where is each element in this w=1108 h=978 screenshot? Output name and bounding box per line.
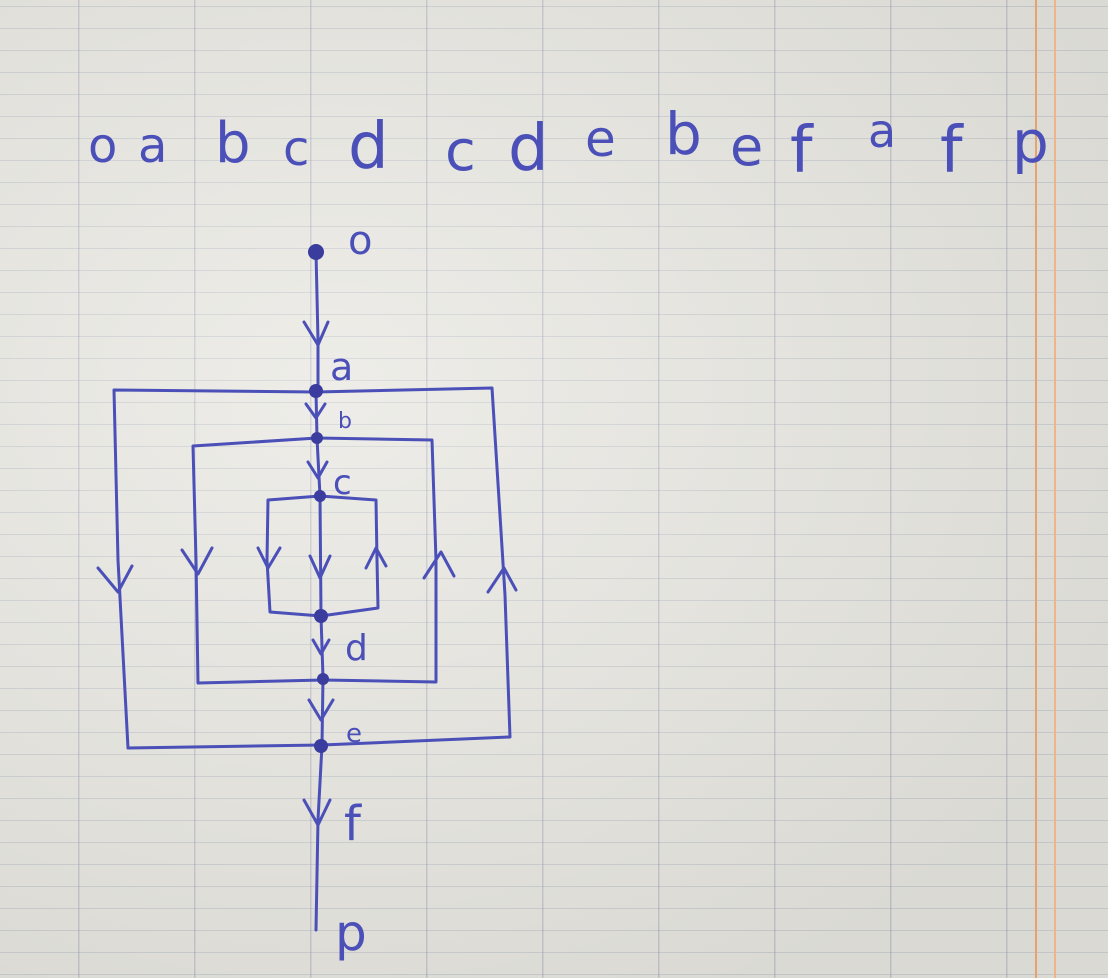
arrow-up-icon — [364, 546, 388, 570]
label-p: p — [335, 904, 367, 962]
nodes — [308, 244, 329, 753]
sequence-letter: e — [730, 115, 763, 178]
node-a — [309, 384, 323, 398]
label-o: o — [348, 218, 372, 264]
margin-line-secondary — [1054, 0, 1056, 978]
arrow-down-icon — [308, 554, 332, 580]
sequence-letter: f — [790, 114, 814, 188]
sequence-letter: c — [445, 119, 476, 184]
edge-d-join — [319, 614, 325, 680]
arrow-down-icon — [302, 798, 332, 827]
arrow-up-icon — [422, 550, 456, 580]
sequence-letter: e — [585, 110, 616, 168]
sequence-letter: o — [88, 118, 117, 174]
sequence-letter: c — [283, 121, 309, 177]
edge-e-p — [314, 743, 324, 932]
arrow-down-icon — [307, 698, 335, 722]
sequence-letter: b — [665, 100, 702, 168]
label-c: c — [333, 463, 352, 503]
spine-arrows — [302, 320, 335, 827]
edge-b-c — [315, 436, 322, 498]
main-spine — [314, 250, 325, 932]
arrow-down-icon — [304, 402, 327, 420]
node-b — [311, 432, 323, 444]
edge-c-d — [318, 494, 323, 618]
arrow-down-icon — [256, 546, 282, 570]
node-e — [314, 739, 328, 753]
arrow-down-icon — [180, 546, 214, 576]
node-o — [308, 244, 324, 260]
label-e: e — [346, 719, 362, 749]
arrow-down-icon — [306, 460, 329, 480]
label-d: d — [345, 628, 368, 669]
arrow-down-icon — [96, 564, 134, 594]
arrow-down-icon — [311, 638, 331, 656]
sequence-letter: b — [215, 111, 251, 176]
inner-loop — [265, 494, 380, 618]
arrow-down-icon — [302, 320, 330, 347]
margin-line — [1035, 0, 1037, 978]
sequence-letter: a — [868, 104, 896, 158]
node-labels: o a b c d e f p — [330, 218, 372, 962]
edge-join-e — [320, 676, 325, 747]
arrow-up-icon — [486, 566, 518, 594]
node-d — [314, 609, 328, 623]
edge-o-a — [314, 250, 320, 390]
sequence-letter: a — [138, 118, 167, 174]
sequence-letter: p — [1012, 108, 1049, 176]
sequence-letter: d — [508, 112, 549, 186]
label-f: f — [344, 796, 362, 852]
label-a: a — [330, 345, 353, 389]
node-join — [317, 673, 329, 685]
sequence-letter: d — [348, 110, 389, 184]
node-c — [314, 490, 326, 502]
sequence-letter: f — [940, 114, 964, 188]
label-b: b — [338, 409, 352, 434]
sequence-row: o a b c d c d e b e f a f p — [88, 100, 1049, 188]
